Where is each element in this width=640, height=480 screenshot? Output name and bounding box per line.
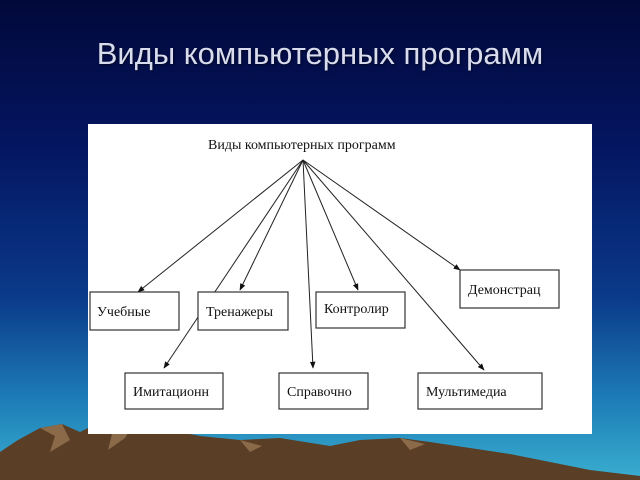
node-box-uchebnye [89,291,180,331]
diagram-panel: Виды компьютерных программ Учебные Трена… [88,124,592,434]
node-label-kontrolir: Контролир [324,302,389,317]
node-label-spravochno: Справочно [287,385,352,400]
diagram-root-label: Виды компьютерных программ [208,138,396,153]
node-label-multimedia: Мультимедиа [426,385,507,400]
node-label-uchebnye: Учебные [97,305,150,320]
node-box-demonstrac [459,269,560,309]
node-label-imitacionn: Имитационн [133,385,209,400]
connector-spravochno [302,159,316,369]
connector-uchebnye [137,159,304,293]
mountain-highlights [40,422,425,452]
node-box-multimedia [417,372,543,410]
connector-trenazhery [239,159,304,291]
node-box-kontrolir [315,291,406,329]
node-box-trenazhery [197,291,289,331]
mountain-range [0,422,640,480]
slide-title: Виды компьютерных программ [96,36,544,71]
node-box-imitacionn [124,372,224,410]
node-label-trenazhery: Тренажеры [206,305,274,320]
connector-demonstrac [302,159,461,271]
connector-kontrolir [302,159,359,291]
connector-multimedia [302,159,485,371]
connector-imitacionn [163,159,304,369]
node-label-demonstrac: Демонстрац [468,283,541,298]
diagram-canvas: Виды компьютерных программ Учебные Трена… [89,138,560,410]
connectors [137,159,485,371]
node-box-spravochno [278,372,369,410]
